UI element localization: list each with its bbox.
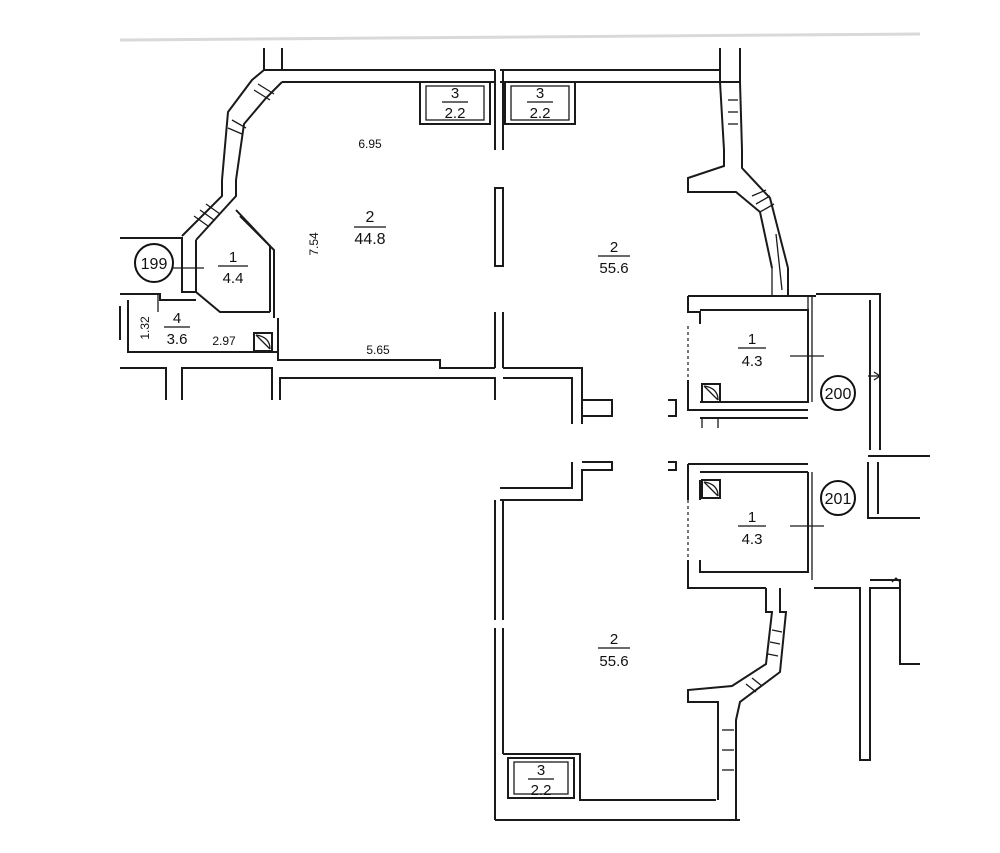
room-number: 2 bbox=[610, 239, 618, 256]
room-label-hall-200: 1 4.3 bbox=[738, 331, 766, 370]
room-area: 4.4 bbox=[223, 270, 244, 287]
room-area: 2.2 bbox=[530, 105, 551, 122]
room-number: 2 bbox=[366, 209, 375, 226]
room-label-main-room-lower: 2 55.6 bbox=[598, 631, 630, 670]
lower-room-walls bbox=[494, 500, 740, 821]
room-number: 3 bbox=[537, 762, 545, 779]
room-area: 55.6 bbox=[599, 260, 628, 277]
dimension-top-width: 6.95 bbox=[358, 137, 382, 151]
room-label-hall-201: 1 4.3 bbox=[738, 509, 766, 548]
room-area: 55.6 bbox=[599, 653, 628, 670]
room-area: 4.3 bbox=[742, 353, 763, 370]
room-number: 4 bbox=[173, 310, 181, 327]
hall-201-outline bbox=[687, 463, 824, 589]
room-area: 44.8 bbox=[354, 231, 385, 248]
apartment-marker-200: 200 bbox=[820, 375, 856, 411]
central-corridor bbox=[500, 367, 677, 501]
room-label-hall-small: 1 4.4 bbox=[218, 249, 248, 287]
apartment-marker-199: 199 bbox=[134, 243, 174, 283]
apartment-number-201: 201 bbox=[825, 491, 852, 508]
room-label-main-room-left: 2 44.8 bbox=[354, 209, 386, 248]
room-label-bottom-closet: 3 2.2 bbox=[528, 762, 554, 799]
small-hall-outline bbox=[172, 209, 275, 318]
center-partition bbox=[494, 187, 504, 267]
left-room-lower-wall bbox=[120, 312, 504, 400]
room-number: 1 bbox=[748, 509, 756, 526]
right-bay-window-upper bbox=[687, 81, 789, 296]
dimension-left-height: 7.54 bbox=[307, 232, 321, 256]
room-number: 1 bbox=[229, 249, 237, 266]
top-closet-1-outline bbox=[419, 81, 491, 125]
top-closet-2-outline bbox=[504, 81, 576, 125]
dimension-bath-width: 2.97 bbox=[212, 334, 236, 348]
room-area: 2.2 bbox=[445, 105, 466, 122]
room-number: 3 bbox=[451, 85, 459, 102]
top-wall bbox=[263, 48, 741, 150]
dimension-bottom-width: 5.65 bbox=[366, 343, 390, 357]
room-area: 3.6 bbox=[167, 331, 188, 348]
left-bay-window bbox=[181, 69, 283, 241]
room-number: 1 bbox=[748, 331, 756, 348]
room-number: 2 bbox=[610, 631, 618, 648]
apartment-marker-201: 201 bbox=[820, 480, 856, 516]
room-number: 3 bbox=[536, 85, 544, 102]
room-label-top-closet-2: 3 2.2 bbox=[527, 85, 553, 122]
apartment-number-199: 199 bbox=[141, 256, 168, 273]
hall-200-outline bbox=[687, 295, 824, 428]
room-label-top-closet-1: 3 2.2 bbox=[442, 85, 468, 122]
room-label-bathroom: 4 3.6 bbox=[164, 310, 190, 348]
right-bay-window-lower bbox=[687, 588, 788, 820]
room-area: 2.2 bbox=[531, 782, 552, 799]
room-area: 4.3 bbox=[742, 531, 763, 548]
room-label-main-room-right: 2 55.6 bbox=[598, 239, 630, 277]
dimension-bath-height: 1.32 bbox=[138, 316, 152, 340]
right-exterior bbox=[814, 293, 930, 761]
scan-artifact bbox=[119, 32, 921, 42]
apartment-number-200: 200 bbox=[825, 386, 852, 403]
